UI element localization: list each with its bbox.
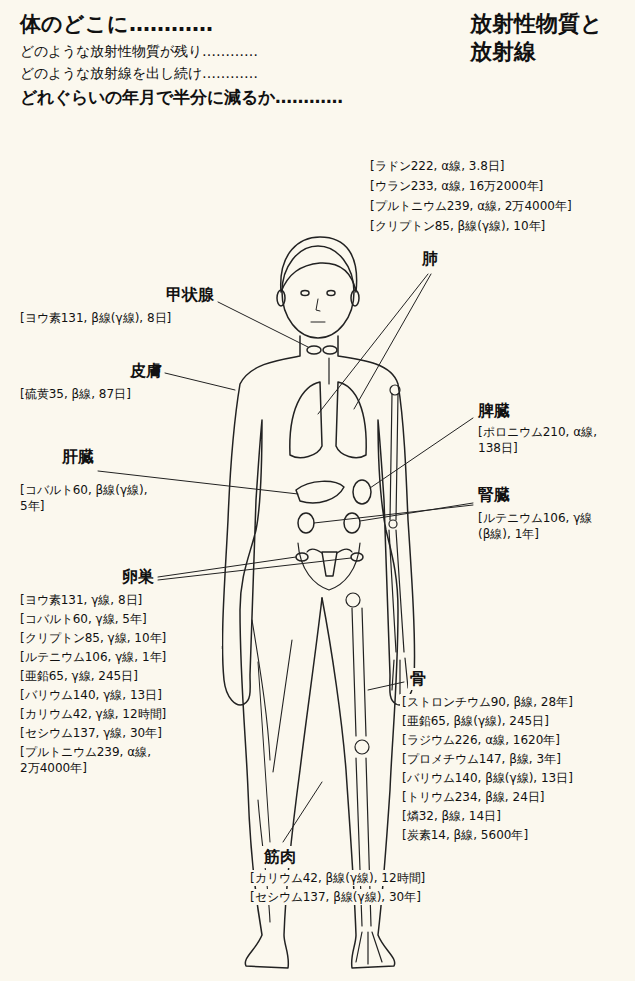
organ-name: 骨 [408, 668, 428, 690]
isotope-entry: [ルテニウム106, γ線(β線), 1年] [476, 510, 620, 542]
spleen [353, 480, 371, 504]
isotope-entry: [バリウム140, β線(γ線), 13日] [400, 770, 575, 786]
isotope-entry: [ルテニウム106, γ線, 1年] [18, 649, 222, 665]
isotope-entry: [ストロンチウム90, β線, 28年] [400, 694, 575, 710]
mouth [311, 322, 325, 323]
isotope-entry: [硫黄35, β線, 87日] [18, 386, 133, 402]
uterus [322, 552, 337, 576]
organ-name: 脾臓 [476, 400, 512, 422]
isotope-entry: [炭素14, β線, 5600年] [400, 827, 530, 843]
kidney [298, 513, 314, 533]
isotope-entry: [亜鉛65, β線(γ線), 245日] [400, 713, 551, 729]
organ-name: 甲状腺 [164, 284, 216, 306]
isotope-entry: [ヨウ素131, γ線, 8日] [18, 592, 222, 608]
organ-name: 肝臓 [60, 446, 96, 468]
ovary [351, 553, 363, 561]
fallopian [307, 549, 352, 553]
eye [327, 291, 335, 296]
organ-name: 肺 [420, 248, 440, 270]
thyroid [307, 346, 321, 354]
leg-bones [346, 593, 382, 964]
isotope-entry: [プルトニウム239, α線, 2万4000年] [18, 744, 222, 776]
isotope-entry: [セシウム137, β線(γ線), 30年] [248, 889, 423, 905]
isotope-entry: [ポロニウム210, α線, 138日] [476, 424, 620, 456]
isotope-entry: [クリプトン85, β線(γ線), 10年] [368, 218, 547, 234]
nose [316, 299, 320, 311]
organ-name: 皮膚 [128, 360, 164, 382]
arm-bones [389, 385, 408, 694]
kidney [344, 513, 360, 533]
ovary [296, 553, 308, 561]
hair [281, 237, 357, 292]
isotope-entry: [トリウム234, β線, 24日] [400, 789, 546, 805]
isotope-entry: [ヨウ素131, β線(γ線), 8日] [18, 310, 173, 326]
isotope-entry: [カリウム42, β線(γ線), 12時間] [248, 870, 427, 886]
ear [351, 290, 359, 306]
isotope-entry: [セシウム137, γ線, 30年] [18, 725, 222, 741]
organ-name: 卵巣 [120, 566, 156, 588]
lung [336, 382, 366, 458]
eye [301, 291, 309, 296]
isotope-entry: [ウラン233, α線, 16万2000年] [368, 178, 545, 194]
header-text: どのような放射線を出し続け………… [18, 64, 260, 83]
isotope-entry: [クリプトン85, γ線, 10年] [18, 630, 222, 646]
title: 放射性物質と 放射線 [468, 10, 622, 65]
liver [296, 481, 344, 503]
isotope-entry: [カリウム42, γ線, 12時間] [18, 706, 222, 722]
header-text: 体のどこに………… [18, 10, 215, 38]
lung [290, 382, 322, 458]
isotope-entry: [亜鉛65, γ線, 245日] [18, 668, 222, 684]
header-text: どれぐらいの年月で半分に減るか………… [18, 86, 345, 109]
pelvis [298, 543, 360, 590]
header-text: どのような放射性物質が残り………… [18, 42, 260, 61]
thyroid [323, 346, 337, 354]
head [282, 246, 354, 338]
isotope-entry: [コバルト60, β線(γ線), 5年] [18, 482, 152, 514]
isotope-entry: [バリウム140, γ線, 13日] [18, 687, 222, 703]
organ-name: 腎臓 [476, 484, 512, 506]
isotope-entry: [ラジウム226, α線, 1620年] [400, 732, 562, 748]
ear [277, 290, 285, 306]
isotope-entry: [コバルト60, γ線, 5年] [18, 611, 222, 627]
isotope-entry: [プロメチウム147, β線, 3年] [400, 751, 563, 767]
isotope-entry: [燐32, β線, 14日] [400, 808, 503, 824]
isotope-entry: [プルトニウム239, α線, 2万4000年] [368, 198, 574, 214]
organ-name: 筋肉 [262, 846, 298, 868]
isotope-entry: [ラドン222, α線, 3.8日] [368, 158, 507, 174]
trachea [328, 358, 329, 384]
